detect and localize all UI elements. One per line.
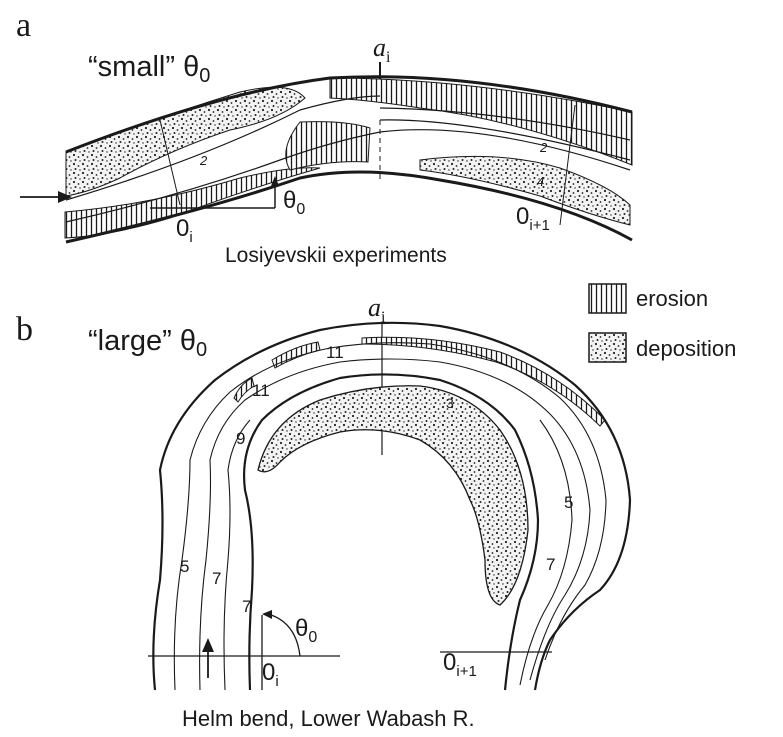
contour-label-a2: 2	[539, 140, 548, 155]
depth-label-7-left: 7	[212, 569, 221, 588]
panel-b: b “large” θ0 ai θ0 0i 0i+1 11 11	[16, 293, 630, 731]
panel-b-heading: “large” θ0	[88, 325, 207, 361]
panel-a-heading: “small” θ0	[88, 51, 210, 87]
panel-b-angle-label: θ0	[295, 615, 317, 646]
panel-b-apex-label: ai	[368, 293, 386, 326]
contour-label-a3: 4	[537, 174, 544, 189]
panel-b-letter: b	[16, 311, 33, 348]
depth-label-7-lower: 7	[242, 597, 251, 616]
depth-label-7-right: 7	[546, 555, 555, 574]
depth-label-5-right: 5	[564, 493, 573, 512]
depth-label-5-left: 5	[180, 557, 189, 576]
angle-arrowhead-b	[262, 610, 272, 619]
outer-bank-b	[153, 323, 630, 690]
panel-a-angle-label: θ0	[283, 187, 305, 218]
depth-label-11-left: 11	[252, 381, 270, 400]
erosion-strip-left	[272, 342, 320, 368]
legend-swatch-erosion	[589, 284, 626, 313]
legend-swatch-deposition	[589, 333, 626, 362]
panel-a: a “small” θ0 ai θ0 0i 0i+1 2 2 4 Lo	[16, 7, 632, 267]
panel-b-origin-right: 0i+1	[443, 649, 477, 680]
panel-a-origin-left: 0i	[176, 215, 193, 246]
panel-b-origin-left: 0i	[262, 659, 279, 690]
flow-arrowhead-b	[202, 638, 214, 652]
legend-label-erosion: erosion	[636, 286, 708, 311]
depth-label-3: 3	[446, 395, 454, 411]
deposition-point-bar	[258, 386, 528, 605]
panel-a-caption: Losiyevskii experiments	[225, 244, 447, 267]
panel-a-apex-label: ai	[373, 33, 391, 66]
erosion-band-outer-bank	[330, 78, 632, 165]
panel-a-origin-right: 0i+1	[516, 203, 550, 234]
depth-label-9: 9	[236, 429, 245, 448]
erosion-patch-center	[286, 122, 370, 170]
contour-label-a1: 2	[199, 153, 208, 168]
panel-b-caption: Helm bend, Lower Wabash R.	[182, 706, 475, 731]
legend: erosion deposition	[589, 284, 736, 362]
panel-a-letter: a	[16, 7, 31, 44]
depth-label-11-top: 11	[326, 343, 344, 362]
legend-label-deposition: deposition	[636, 336, 736, 361]
